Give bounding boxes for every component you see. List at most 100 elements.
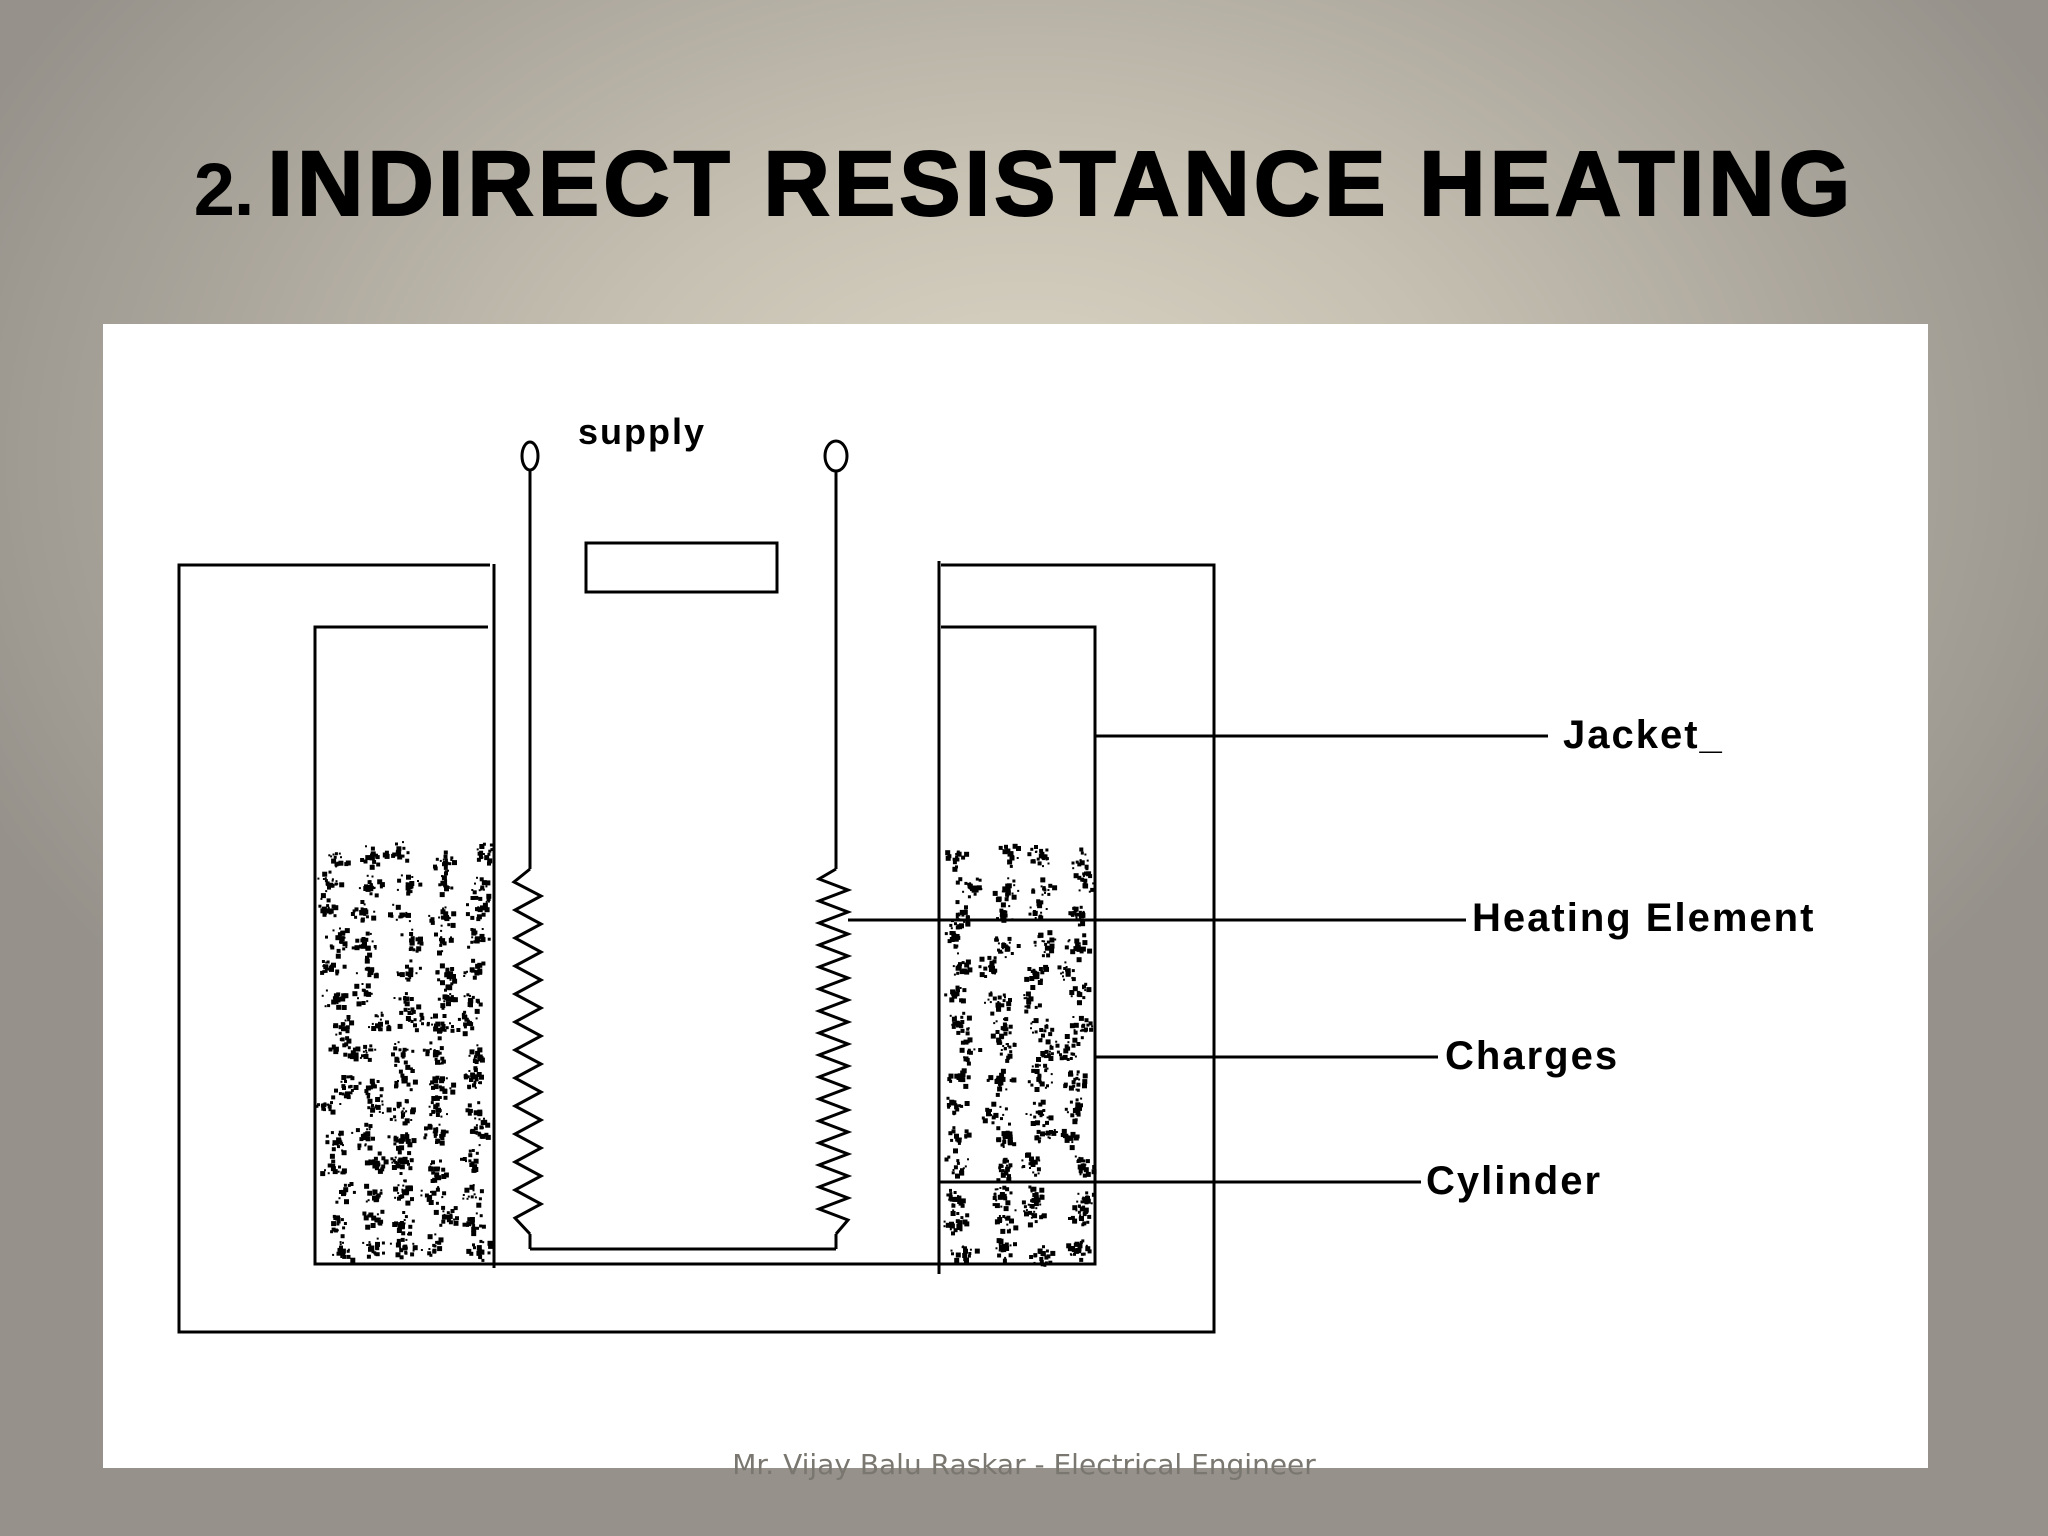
charge-speck	[997, 948, 1000, 952]
charge-speck	[365, 1051, 368, 1054]
charge-speck	[1027, 1203, 1030, 1206]
charge-speck	[1081, 1028, 1085, 1032]
charge-speck	[410, 1252, 415, 1257]
charge-speck	[478, 889, 481, 892]
charge-speck	[1003, 1170, 1009, 1176]
charge-speck	[439, 937, 442, 940]
charge-speck	[439, 1046, 444, 1051]
charge-speck	[948, 1131, 953, 1136]
charge-speck	[349, 1091, 353, 1095]
charge-speck	[374, 973, 379, 978]
charge-speck	[481, 912, 486, 917]
charge-speck	[1027, 1000, 1031, 1005]
charge-speck	[330, 1230, 334, 1234]
charge-speck	[442, 1088, 448, 1094]
charge-speck	[396, 1101, 402, 1107]
charge-speck	[448, 1220, 453, 1225]
charge-speck	[1034, 1199, 1038, 1203]
charge-speck	[450, 967, 455, 971]
charge-speck	[475, 1017, 478, 1020]
charge-speck	[331, 999, 337, 1005]
charge-speck	[960, 1028, 965, 1033]
charge-speck	[369, 884, 373, 888]
charge-speck	[443, 1095, 448, 1100]
charge-speck	[1081, 1197, 1084, 1200]
charge-speck	[1063, 967, 1067, 970]
charge-speck	[1031, 1021, 1034, 1023]
charge-speck	[409, 1019, 412, 1022]
charge-speck	[1044, 966, 1049, 972]
charge-speck	[1078, 910, 1082, 914]
charge-speck	[1021, 1200, 1026, 1205]
charge-speck	[1005, 1134, 1011, 1139]
charge-speck	[409, 997, 414, 1001]
charge-speck	[1073, 946, 1079, 952]
charge-speck	[401, 1110, 404, 1113]
charge-speck	[1038, 1081, 1041, 1084]
charge-speck	[1002, 1136, 1006, 1140]
charge-speck	[452, 860, 457, 866]
charge-speck	[474, 1196, 477, 1199]
charge-speck	[429, 1113, 433, 1117]
charge-speck	[477, 1248, 480, 1251]
charge-speck	[1036, 1129, 1041, 1134]
charge-speck	[1034, 1030, 1038, 1034]
charge-speck	[399, 972, 405, 978]
charge-speck	[1007, 1053, 1013, 1059]
charge-speck	[487, 1240, 493, 1246]
charge-speck	[406, 977, 411, 982]
charge-speck	[455, 1216, 459, 1221]
charge-speck	[1081, 1024, 1085, 1028]
charge-speck	[1083, 878, 1088, 883]
charge-speck	[368, 1092, 371, 1095]
charge-speck	[363, 909, 369, 915]
charge-speck	[1037, 980, 1043, 985]
charge-speck	[441, 875, 443, 878]
charge-speck	[437, 1186, 440, 1189]
charge-speck	[428, 1200, 434, 1205]
charge-speck	[345, 860, 351, 866]
charge-speck	[967, 967, 973, 973]
charge-speck	[469, 994, 471, 997]
charge-speck	[410, 1197, 414, 1202]
charge-speck	[405, 913, 410, 918]
charge-speck	[1069, 1136, 1074, 1141]
charge-speck	[467, 1084, 472, 1089]
charge-speck	[429, 918, 434, 923]
charge-speck	[962, 1253, 968, 1258]
charge-speck	[993, 956, 997, 960]
charge-speck	[1077, 1243, 1083, 1249]
right-heating-coil	[814, 867, 853, 1235]
charge-speck	[429, 1165, 432, 1168]
charge-speck	[471, 995, 475, 999]
charge-speck	[400, 1115, 404, 1119]
charge-speck	[322, 871, 328, 877]
charge-speck	[399, 1139, 404, 1144]
charge-speck	[350, 1257, 356, 1263]
charge-speck	[1033, 940, 1037, 944]
charge-speck	[1084, 864, 1089, 869]
charge-speck	[1013, 884, 1016, 887]
charge-speck	[368, 1159, 371, 1162]
charge-speck	[332, 996, 336, 1000]
charge-speck	[1079, 860, 1085, 866]
charge-speck	[420, 1249, 423, 1251]
charge-speck	[1010, 952, 1014, 955]
charge-speck	[345, 1025, 350, 1030]
charge-speck	[407, 1008, 410, 1011]
charge-speck	[1071, 977, 1076, 982]
charge-speck	[1032, 910, 1036, 913]
charge-speck	[998, 1163, 1003, 1168]
charge-speck	[1047, 892, 1051, 896]
charge-speck	[364, 1122, 369, 1127]
charge-speck	[476, 1226, 479, 1230]
charge-speck	[401, 854, 405, 858]
charge-speck	[995, 897, 1001, 903]
charge-speck	[1030, 1027, 1032, 1030]
charge-speck	[999, 1105, 1002, 1108]
charge-speck	[478, 1002, 483, 1007]
charge-speck	[479, 850, 484, 855]
charge-speck	[457, 1017, 461, 1021]
charge-speck	[1028, 1210, 1033, 1215]
charge-speck	[447, 869, 449, 872]
